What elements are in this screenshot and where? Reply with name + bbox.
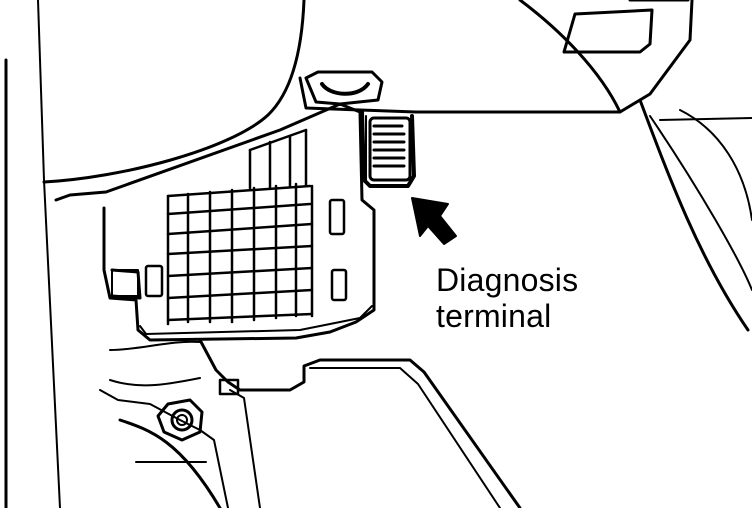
pointer-arrow-icon xyxy=(411,197,457,245)
callout-line-2: terminal xyxy=(436,298,552,334)
left-trim-lines xyxy=(4,0,61,510)
steering-column-cover xyxy=(298,0,694,114)
lid-slots xyxy=(144,198,348,302)
diagnosis-terminal-callout: Diagnosis terminal xyxy=(436,262,578,334)
hood-release-latch xyxy=(304,70,384,106)
hex-bolt xyxy=(156,398,204,442)
fuse-grid xyxy=(166,128,314,326)
lower-bracket xyxy=(99,338,522,510)
diagnosis-connector xyxy=(360,110,416,188)
knee-panel xyxy=(638,98,752,332)
dashboard-lower-panel xyxy=(42,0,306,184)
callout-line-1: Diagnosis xyxy=(436,262,579,298)
fuse-box-lid xyxy=(54,102,376,342)
